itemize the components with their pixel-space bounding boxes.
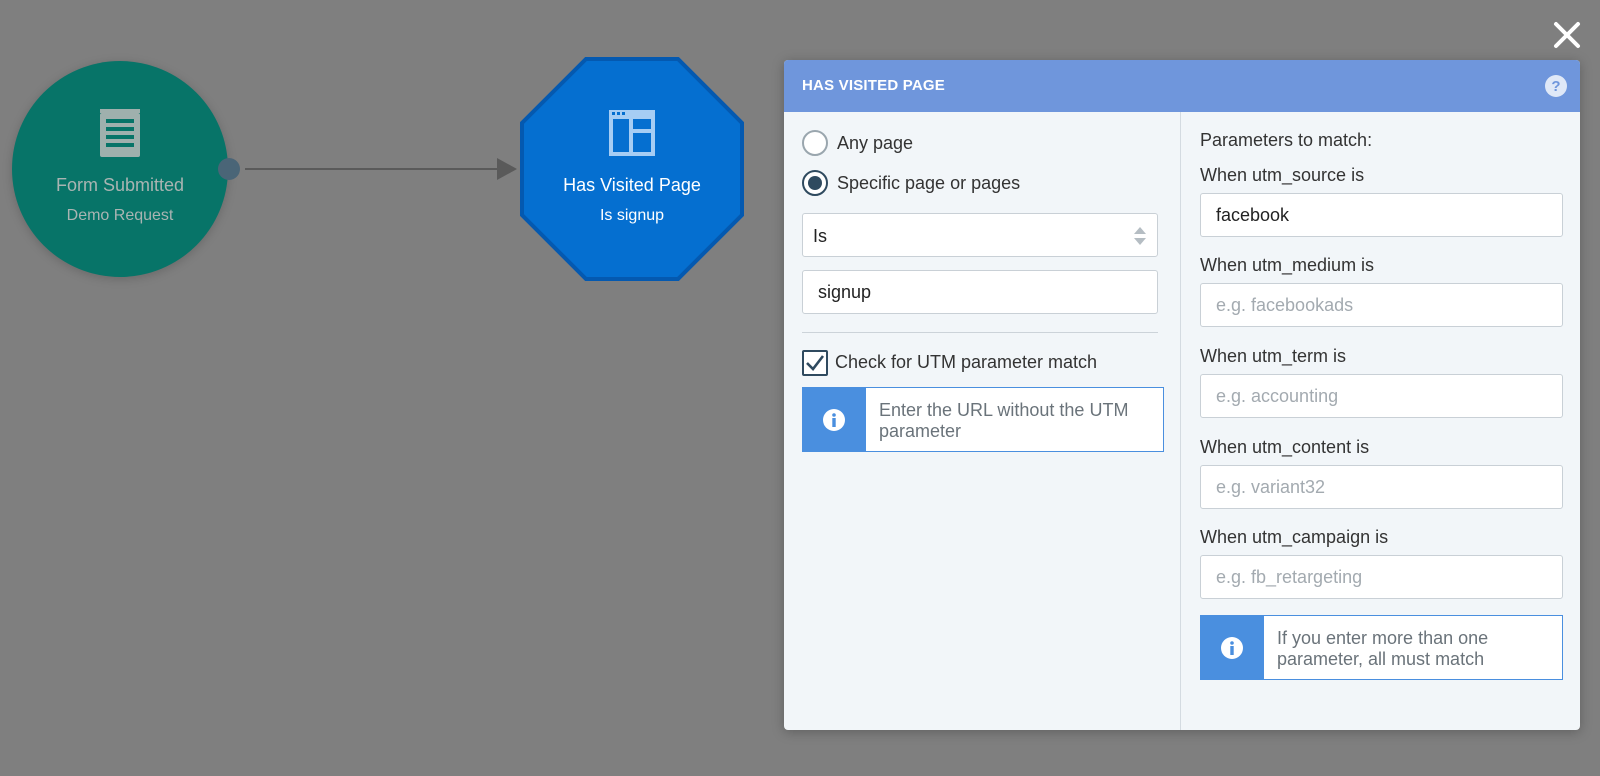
panel-title: HAS VISITED PAGE (802, 77, 945, 94)
form-node-title: Form Submitted (55, 175, 185, 195)
separator (802, 332, 1158, 333)
utm-term-label: When utm_term is (1200, 346, 1347, 366)
connector-handle[interactable] (218, 158, 240, 180)
utm-source-input[interactable] (1200, 193, 1563, 237)
panel-header: HAS VISITED PAGE ? (784, 60, 1580, 112)
utm-medium-label: When utm_medium is (1200, 255, 1375, 275)
octagon-shape (520, 57, 744, 281)
url-info-text: Enter the URL without the UTM parameter (879, 400, 1129, 441)
parameters-info-text: If you enter more than one parameter, al… (1277, 628, 1489, 669)
radio-any-page-label: Any page (837, 133, 914, 153)
page-layout-icon (609, 110, 655, 156)
svg-text:?: ? (1551, 78, 1560, 95)
form-icon (100, 109, 140, 157)
radio-specific-page-circle[interactable] (802, 170, 828, 196)
info-icon (823, 409, 845, 431)
close-icon[interactable] (1550, 18, 1584, 52)
parameters-info-note: If you enter more than one parameter, al… (1200, 615, 1563, 680)
utm-term-input[interactable] (1200, 374, 1563, 418)
visited-node-subtitle: Is signup (599, 207, 665, 224)
utm-content-input[interactable] (1200, 465, 1563, 509)
radio-specific-page-label: Specific page or pages (837, 173, 1021, 193)
visited-node-title: Has Visited Page (563, 175, 701, 195)
column-divider (1180, 112, 1181, 730)
checkmark-icon (806, 355, 825, 371)
question-icon[interactable]: ? (1544, 74, 1568, 98)
utm-medium-input[interactable] (1200, 283, 1563, 327)
utm-campaign-input[interactable] (1200, 555, 1563, 599)
has-visited-page-node[interactable]: Has Visited Page Is signup (520, 57, 744, 281)
info-icon (1221, 637, 1243, 659)
utm-campaign-label: When utm_campaign is (1200, 527, 1389, 547)
form-node-subtitle: Demo Request (66, 207, 174, 224)
connector-line (245, 168, 499, 170)
utm-content-label: When utm_content is (1200, 437, 1370, 457)
radio-any-page-circle[interactable] (802, 130, 828, 156)
form-submitted-node[interactable]: Form Submitted Demo Request (12, 61, 228, 277)
match-operator-value: Is (813, 226, 828, 246)
parameters-heading: Parameters to match: (1200, 130, 1373, 150)
info-icon-container (803, 388, 866, 451)
page-url-input[interactable] (802, 270, 1158, 314)
utm-match-checkbox-label: Check for UTM parameter match (835, 352, 1098, 372)
utm-source-label: When utm_source is (1200, 165, 1365, 185)
select-arrows-icon (1134, 227, 1146, 245)
has-visited-page-panel: HAS VISITED PAGE ? Any page Specific pag… (784, 60, 1580, 730)
info-icon-container (1201, 616, 1264, 679)
match-operator-select[interactable]: Is (802, 213, 1158, 257)
utm-match-checkbox[interactable] (802, 350, 828, 376)
connector-arrow (497, 158, 517, 180)
url-info-note: Enter the URL without the UTM parameter (802, 387, 1164, 452)
